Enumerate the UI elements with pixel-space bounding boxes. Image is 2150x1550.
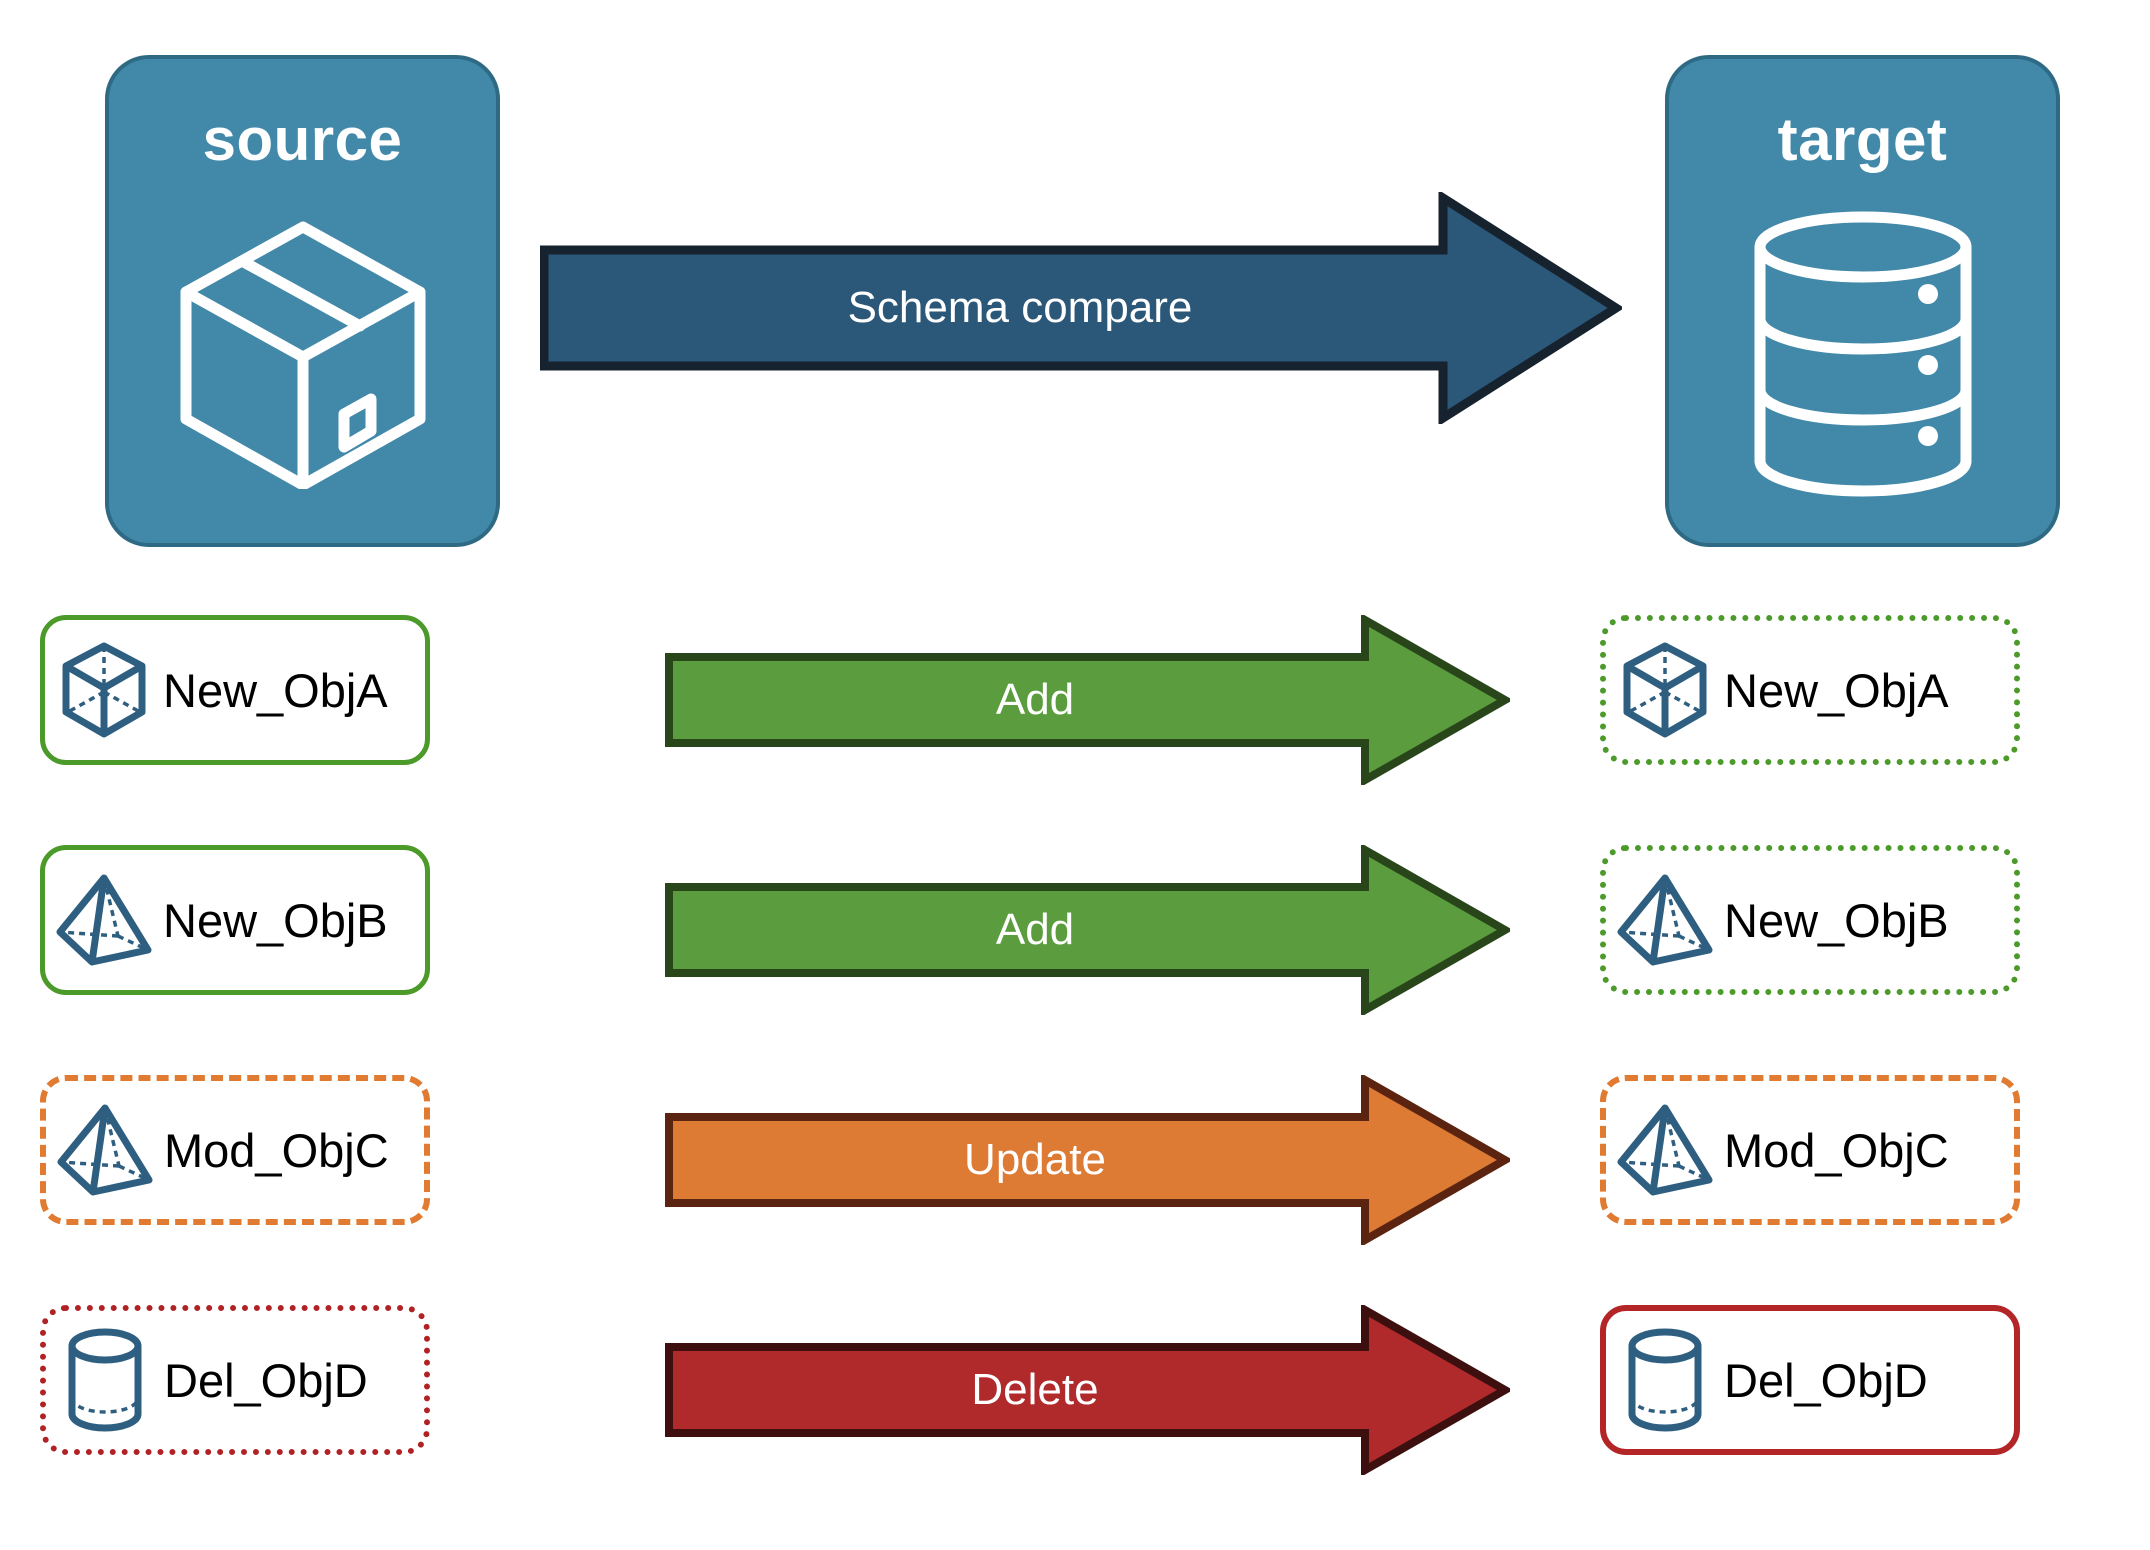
cylinder-wireframe-icon <box>1606 1328 1724 1432</box>
target-object-label: Del_ObjD <box>1724 1353 1928 1407</box>
object-row: New_ObjA Add <box>0 613 2150 787</box>
pyramid-wireframe-icon <box>1606 870 1724 970</box>
source-panel-title: source <box>202 106 403 173</box>
cube-wireframe-icon <box>45 640 163 740</box>
target-object-card[interactable]: New_ObjB <box>1600 845 2020 995</box>
cube-wireframe-icon <box>1606 640 1724 740</box>
target-panel: target <box>1665 55 2060 547</box>
action-arrow: Delete <box>665 1303 1514 1477</box>
cylinder-wireframe-icon <box>46 1328 164 1432</box>
database-cylinder-icon <box>1669 209 2056 499</box>
source-object-card[interactable]: Mod_ObjC <box>40 1075 430 1225</box>
action-arrow: Add <box>665 613 1514 787</box>
target-object-label: New_ObjB <box>1724 893 1949 947</box>
target-object-label: New_ObjA <box>1724 663 1949 717</box>
source-object-card[interactable]: Del_ObjD <box>40 1305 430 1455</box>
pyramid-wireframe-icon <box>46 1100 164 1200</box>
target-object-card[interactable]: Del_ObjD <box>1600 1305 2020 1455</box>
source-object-label: Mod_ObjC <box>164 1123 389 1177</box>
source-object-label: New_ObjB <box>163 893 388 947</box>
target-panel-title: target <box>1777 106 1948 173</box>
source-object-card[interactable]: New_ObjA <box>40 615 430 765</box>
target-object-label: Mod_ObjC <box>1724 1123 1949 1177</box>
source-object-label: New_ObjA <box>163 663 388 717</box>
object-row: Mod_ObjC Update <box>0 1073 2150 1247</box>
target-object-card[interactable]: New_ObjA <box>1600 615 2020 765</box>
schema-compare-arrow: Schema compare <box>539 189 1625 427</box>
source-panel: source <box>105 55 500 547</box>
target-object-card[interactable]: Mod_ObjC <box>1600 1075 2020 1225</box>
package-box-icon <box>109 209 496 489</box>
action-arrow: Update <box>665 1073 1514 1247</box>
source-object-label: Del_ObjD <box>164 1353 368 1407</box>
pyramid-wireframe-icon <box>45 870 163 970</box>
pyramid-wireframe-icon <box>1606 1100 1724 1200</box>
object-row: Del_ObjD Delete Del_ObjD <box>0 1303 2150 1477</box>
source-object-card[interactable]: New_ObjB <box>40 845 430 995</box>
object-row: New_ObjB Add <box>0 843 2150 1017</box>
action-arrow: Add <box>665 843 1514 1017</box>
